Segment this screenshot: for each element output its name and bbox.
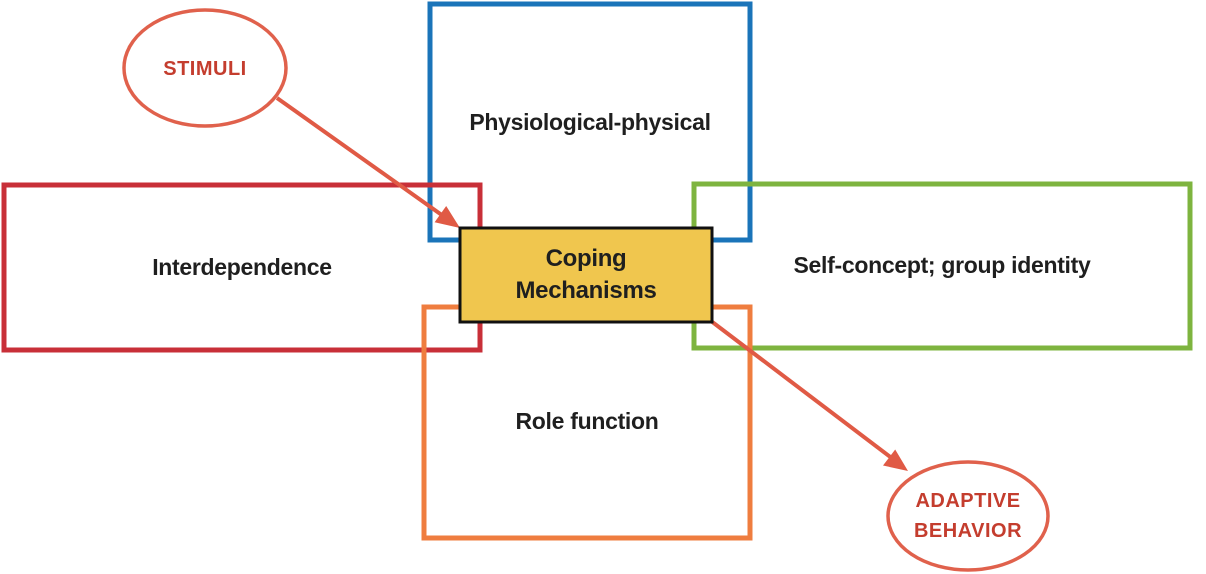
adaptive-behavior-ellipse [886,460,1050,572]
adaptive-arrow-line [709,319,895,461]
coping-mechanisms-label-line1: Coping [546,245,627,272]
stimuli-label: STIMULI [163,58,247,80]
physiological-physical-label: Physiological-physical [469,109,710,135]
stimuli-arrowhead-icon [434,206,460,228]
coping-mechanisms-box [458,226,714,324]
stimuli-arrow [275,96,460,228]
self-concept-label: Self-concept; group identity [794,252,1091,278]
adaptive-behavior-label-line2: BEHAVIOR [914,520,1022,542]
adaptive-behavior-arrow [709,319,908,471]
stimuli-arrow-line [275,96,448,220]
role-function-label: Role function [515,408,658,434]
adaptive-arrowhead-icon [883,449,908,471]
adaptive-behavior-label-line1: ADAPTIVE [915,490,1020,512]
coping-mechanisms-label-line2: Mechanisms [515,277,656,304]
interdependence-label: Interdependence [152,254,332,280]
stimuli-ellipse [122,8,288,128]
